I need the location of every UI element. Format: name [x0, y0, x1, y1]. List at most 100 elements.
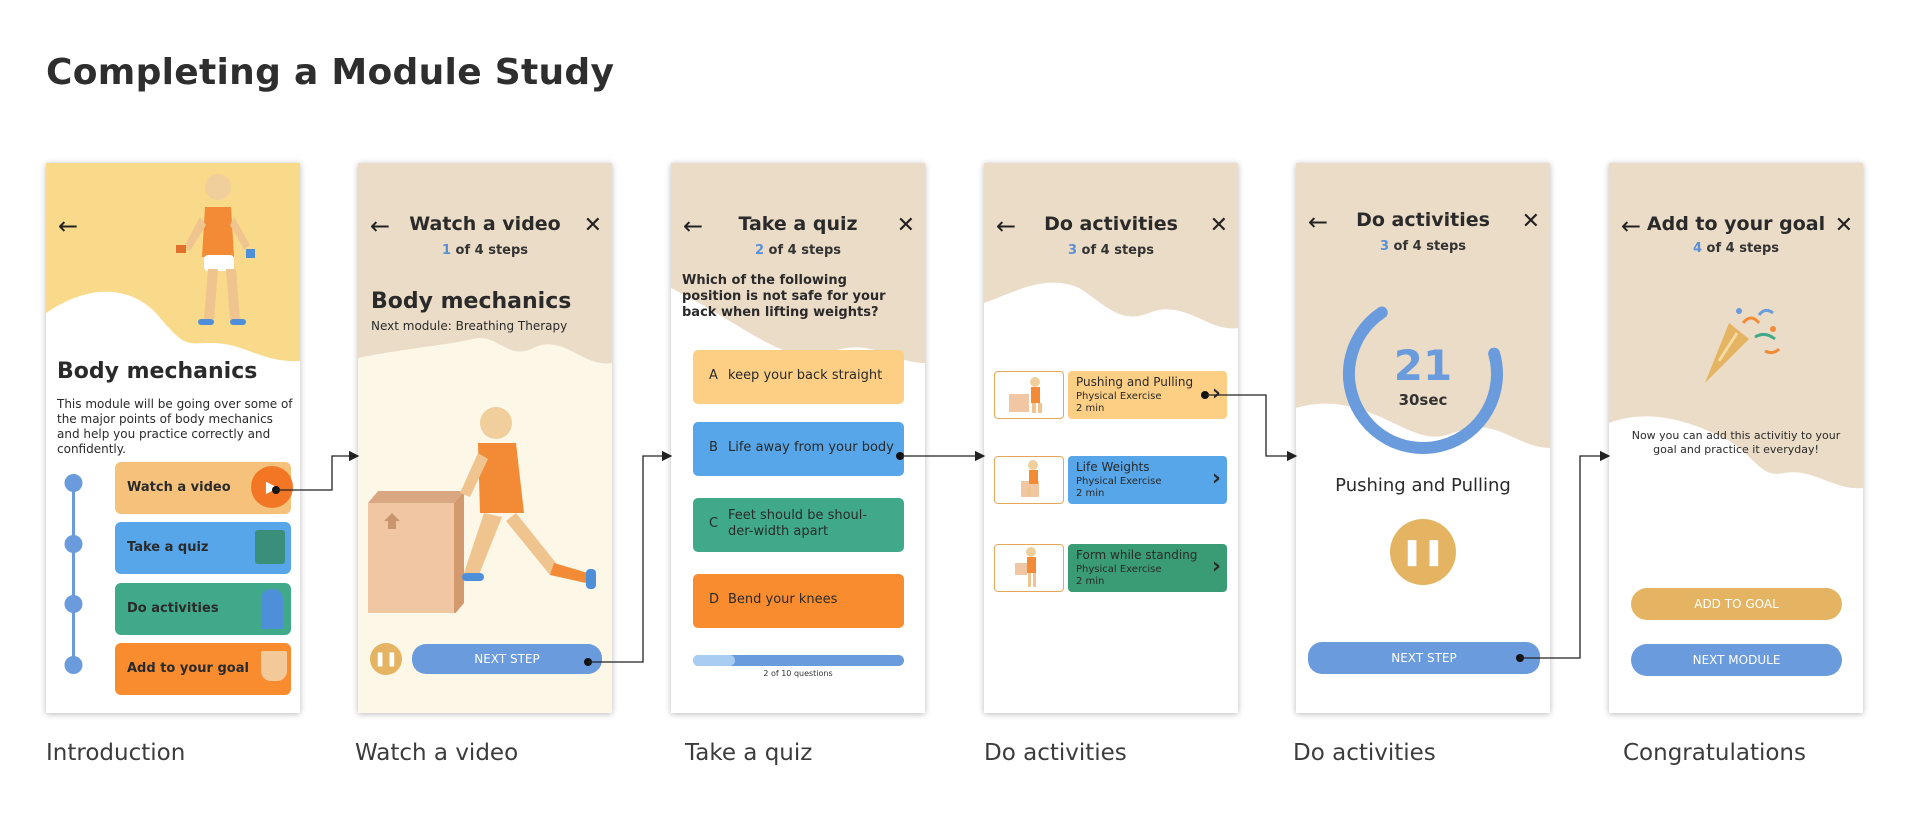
quiz-progress-fill: [693, 655, 736, 666]
caption-watch-video: Watch a video: [355, 740, 519, 766]
connector-activities-to-timer: [1201, 391, 1298, 462]
screen-take-quiz: ← Take a quiz ✕ 2 of 4 steps Which of th…: [671, 163, 925, 713]
countdown-unit: 30sec: [1398, 391, 1448, 409]
screen-title: Do activities: [1356, 209, 1490, 231]
option-text: Life away from your body: [728, 440, 894, 455]
background-wave: [671, 163, 925, 363]
activity-item-life-weights[interactable]: Life Weights Physical Exercise 2 min ›: [1068, 456, 1227, 504]
back-arrow-icon[interactable]: ←: [1621, 212, 1642, 240]
activity-thumbnail: [994, 544, 1064, 592]
next-module-label: Next module: Breathing Therapy: [371, 319, 568, 333]
connector-timer-to-congrats: [1516, 450, 1611, 662]
step-label: Take a quiz: [127, 540, 209, 555]
background-wave: [984, 163, 1238, 329]
nav-bar: ← Do activities ✕: [984, 211, 1238, 241]
quiz-option-d[interactable]: D Bend your knees: [693, 574, 904, 628]
activity-type: Physical Exercise: [1076, 476, 1162, 487]
background-wave: [358, 163, 612, 364]
step-current: 2: [754, 243, 764, 258]
figure-illustration: [176, 174, 255, 325]
activity-name: Life Weights: [1076, 460, 1150, 474]
step-card-add-goal[interactable]: Add to your goal: [115, 643, 291, 695]
quiz-option-a[interactable]: A keep your back straight: [693, 350, 904, 404]
step-total: of 4 steps: [1706, 241, 1780, 256]
option-letter: B: [709, 440, 718, 455]
close-icon[interactable]: ✕: [583, 213, 602, 238]
step-total: of 4 steps: [455, 243, 529, 258]
step-card-take-quiz[interactable]: Take a quiz: [115, 522, 291, 574]
close-icon[interactable]: ✕: [1209, 213, 1228, 238]
activity-name: Pushing and Pulling: [1335, 475, 1511, 496]
quiz-progress-text: 2 of 10 questions: [763, 669, 833, 678]
step-current: 4: [1692, 241, 1702, 256]
back-arrow-icon[interactable]: ←: [683, 212, 704, 240]
chevron-right-icon[interactable]: ›: [1211, 554, 1221, 579]
activity-thumbnail: [994, 456, 1064, 504]
back-arrow-icon[interactable]: ←: [1308, 208, 1329, 236]
screen-introduction: ← Body mechanics This module will be goi…: [46, 163, 300, 713]
person-icon: [261, 589, 283, 629]
quiz-option-c[interactable]: C Feet should be shoul-der-width apart: [693, 498, 904, 552]
intro-heading: Body mechanics: [57, 359, 258, 384]
next-module-label: NEXT MODULE: [1692, 653, 1781, 667]
activity-duration: 2 min: [1076, 403, 1105, 414]
screen-activity-timer: ← Do activities ✕ 3 of 4 steps 21 30sec …: [1296, 163, 1550, 713]
step-card-watch-video[interactable]: Watch a video ▶: [115, 462, 293, 514]
close-icon[interactable]: ✕: [896, 213, 915, 238]
play-icon[interactable]: ▶: [251, 466, 293, 508]
add-to-goal-button[interactable]: ADD TO GOAL: [1631, 588, 1842, 620]
next-step-button[interactable]: NEXT STEP: [1308, 642, 1540, 674]
caption-do-activities-timer: Do activities: [1293, 740, 1436, 766]
connector-intro-to-video: [272, 450, 360, 494]
quiz-icon: [255, 530, 285, 564]
chevron-right-icon[interactable]: ›: [1211, 466, 1221, 491]
step-total: of 4 steps: [1393, 239, 1467, 254]
step-current: 3: [1067, 243, 1077, 258]
activity-name: Pushing and Pulling: [1076, 375, 1194, 389]
quiz-question: Which of the following position is not s…: [682, 273, 886, 320]
activity-item-pushing-pulling[interactable]: Pushing and Pulling Physical Exercise 2 …: [1068, 371, 1227, 419]
caption-congratulations: Congratulations: [1623, 740, 1806, 766]
screen-title: Take a quiz: [738, 213, 858, 235]
pause-button[interactable]: ❚❚: [1390, 519, 1456, 585]
step-current: 3: [1379, 239, 1389, 254]
quiz-progress-bar: [693, 655, 904, 666]
back-arrow-icon[interactable]: ←: [996, 212, 1017, 240]
background-wave: [1296, 163, 1550, 448]
next-module-button[interactable]: NEXT MODULE: [1631, 644, 1842, 676]
caption-introduction: Introduction: [46, 740, 186, 766]
option-letter: A: [709, 368, 718, 383]
close-icon[interactable]: ✕: [1834, 213, 1853, 238]
caption-do-activities: Do activities: [984, 740, 1127, 766]
next-step-label: NEXT STEP: [474, 652, 540, 666]
step-indicator: 3 of 4 steps: [1296, 239, 1550, 254]
next-step-button[interactable]: NEXT STEP: [412, 644, 602, 674]
video-heading: Body mechanics: [371, 289, 572, 314]
close-icon[interactable]: ✕: [1521, 209, 1540, 234]
back-arrow-icon[interactable]: ←: [370, 212, 391, 240]
steps-timeline: [64, 474, 83, 674]
screen-congratulations: ← Add to your goal ✕ 4 of 4 steps Now yo…: [1609, 163, 1863, 713]
nav-bar: ← Take a quiz ✕: [671, 211, 925, 241]
activity-item-form-standing[interactable]: Form while standing Physical Exercise 2 …: [1068, 544, 1227, 592]
pause-button[interactable]: ❚❚: [370, 643, 402, 675]
nav-bar: ← Watch a video ✕: [358, 211, 612, 241]
step-label: Do activities: [127, 601, 219, 616]
quiz-option-b[interactable]: B Life away from your body: [693, 422, 904, 476]
step-card-do-activities[interactable]: Do activities: [115, 583, 291, 635]
screen-title: Do activities: [1044, 213, 1178, 235]
chevron-right-icon[interactable]: ›: [1211, 381, 1221, 406]
option-text: Bend your knees: [728, 592, 838, 607]
screen-activities-list: ← Do activities ✕ 3 of 4 steps Pushing a…: [984, 163, 1238, 713]
connector-quiz-to-activities: [896, 450, 986, 462]
back-arrow-icon[interactable]: ←: [58, 212, 79, 240]
connector-video-to-quiz: [584, 450, 673, 666]
step-label: Add to your goal: [127, 661, 249, 676]
caption-take-quiz: Take a quiz: [685, 740, 813, 766]
video-illustration: [368, 407, 596, 613]
nav-bar: ← Add to your goal ✕: [1609, 211, 1863, 241]
page-title: Completing a Module Study: [46, 52, 615, 93]
activity-duration: 2 min: [1076, 488, 1105, 499]
countdown-ring: [1343, 294, 1503, 454]
